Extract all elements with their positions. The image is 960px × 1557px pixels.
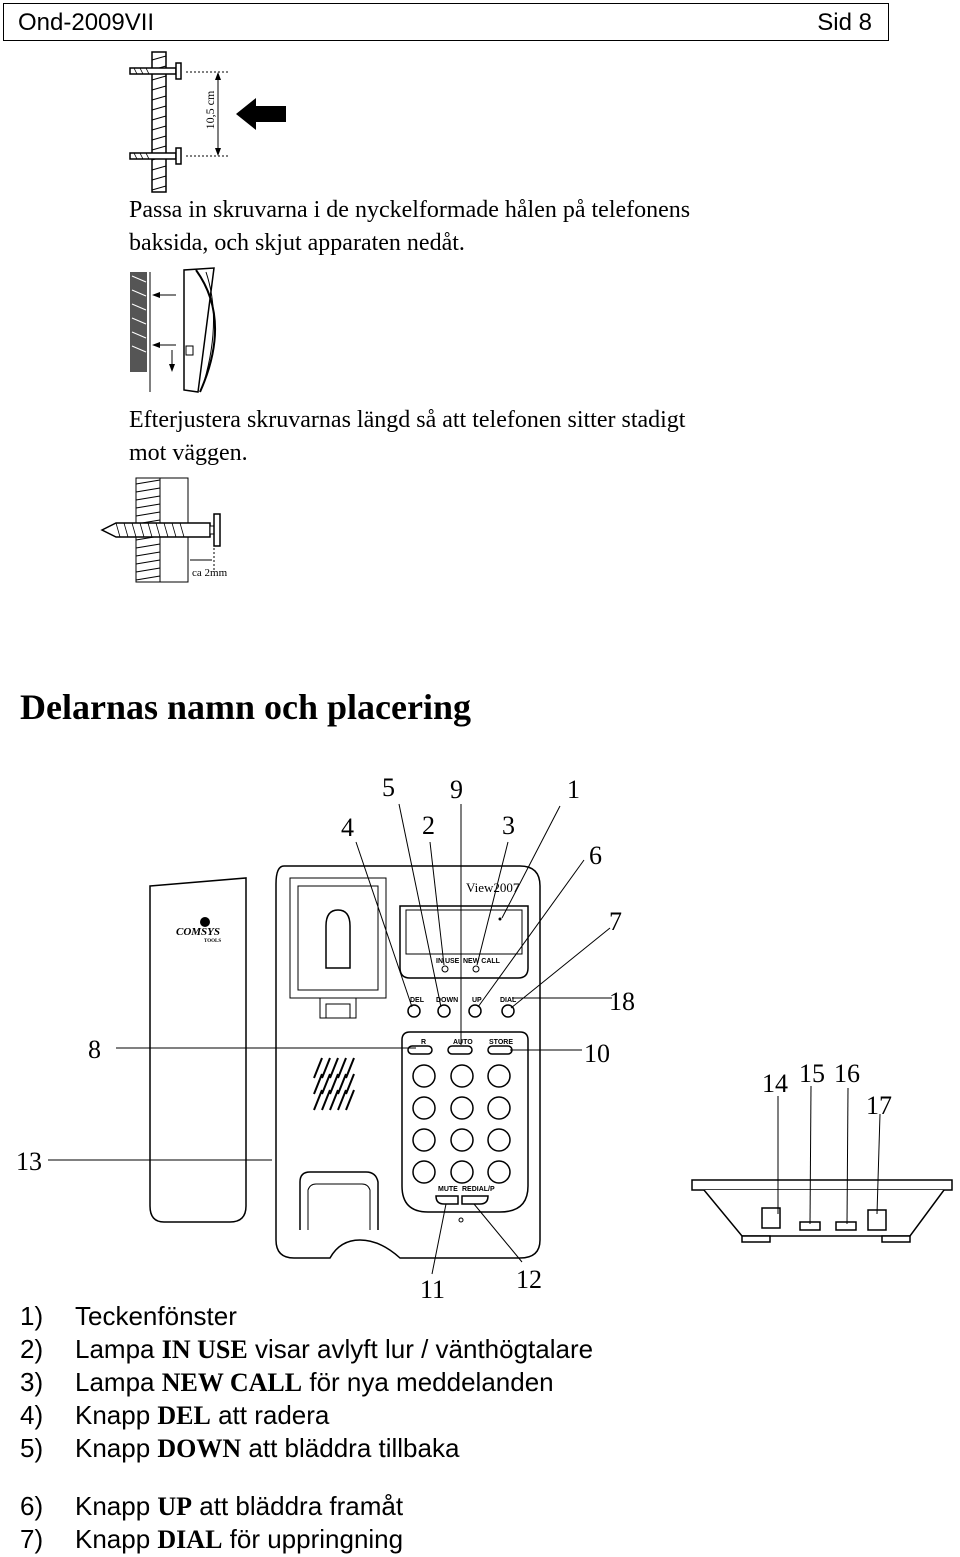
parts-list-continued: 6)Knapp UP att bläddra framåt 7)Knapp DI…: [20, 1490, 403, 1556]
parts-list: 1)Teckenfönster 2)Lampa IN USE visar avl…: [20, 1300, 593, 1465]
list-item: 4)Knapp DEL att radera: [20, 1400, 330, 1430]
phone-back-panel: [691, 1179, 953, 1243]
callout-15: 15: [799, 1059, 825, 1088]
callout-4: 4: [341, 813, 354, 842]
keypad-buttons: [412, 1064, 511, 1184]
callout-1: 1: [567, 775, 580, 804]
list-item: 3)Lampa NEW CALL för nya meddelanden: [20, 1367, 554, 1397]
brand-logo: COMSYS: [176, 926, 220, 938]
callout-9: 9: [450, 775, 463, 804]
svg-text:NEW CALL: NEW CALL: [463, 958, 501, 965]
phone-side-figure: [130, 267, 216, 393]
instruction-adjust: Efterjustera skruvarnas längd så att tel…: [129, 407, 686, 466]
callout-7: 7: [609, 907, 622, 936]
callout-18: 18: [609, 987, 635, 1016]
wall-screws-figure: 10,5 cm: [129, 51, 286, 193]
svg-text:MUTE: MUTE: [438, 1186, 458, 1193]
callout-14: 14: [762, 1069, 788, 1098]
list-item: 6)Knapp UP att bläddra framåt: [20, 1491, 404, 1521]
screw-distance-figure: ca 2mm: [100, 477, 228, 583]
dimension-label: 10,5 cm: [203, 90, 217, 129]
keypad-panel: [401, 1031, 529, 1213]
svg-text:STORE: STORE: [489, 1039, 513, 1046]
instruction-mount: Passa in skruvarna i de nyckelformade hå…: [129, 197, 691, 256]
screw-bottom: [129, 147, 182, 165]
push-arrow-icon: [236, 98, 286, 130]
gap-label: ca 2mm: [192, 567, 228, 579]
callout-6: 6: [589, 841, 602, 870]
callout-3: 3: [502, 811, 515, 840]
store-button: [487, 1045, 513, 1055]
document-id: Ond-2009VII: [18, 9, 155, 36]
svg-text:R: R: [421, 1039, 426, 1046]
callout-2: 2: [422, 811, 435, 840]
section-heading: Delarnas namn och placering: [20, 687, 472, 727]
auto-button: [447, 1045, 473, 1055]
redial-button: [461, 1195, 489, 1205]
callout-5: 5: [382, 773, 395, 802]
handset: [149, 877, 247, 1223]
lamp-in-use: [441, 965, 449, 973]
callout-11: 11: [420, 1275, 445, 1304]
phone-parts-diagram: COMSYS TOOLS View2007 IN USE NEW CALL DE…: [16, 773, 953, 1304]
del-button: [407, 1004, 421, 1018]
list-item: 5)Knapp DOWN att bläddra tillbaka: [20, 1433, 460, 1463]
model-name: View2007: [466, 880, 520, 895]
list-item: 1)Teckenfönster: [20, 1301, 237, 1331]
svg-text:DIAL: DIAL: [500, 997, 517, 1004]
callout-16: 16: [834, 1059, 860, 1088]
lamp-new-call: [472, 965, 480, 973]
screw-top: [129, 62, 182, 80]
svg-text:REDIAL/P: REDIAL/P: [462, 1186, 495, 1193]
svg-text:DOWN: DOWN: [436, 997, 458, 1004]
page-number: Sid 8: [817, 9, 872, 36]
mute-button: [435, 1195, 459, 1205]
down-button: [437, 1004, 451, 1018]
svg-text:IN USE: IN USE: [436, 958, 460, 965]
r-button: [407, 1045, 433, 1055]
callout-13: 13: [16, 1147, 42, 1176]
svg-text:TOOLS: TOOLS: [204, 939, 221, 944]
speaker-grille: [313, 1057, 355, 1111]
callout-17: 17: [866, 1091, 892, 1120]
svg-text:DEL: DEL: [410, 997, 425, 1004]
page-header: Ond-2009VII Sid 8: [3, 3, 889, 41]
svg-text:UP: UP: [472, 997, 482, 1004]
list-item: 2)Lampa IN USE visar avlyft lur / vänthö…: [20, 1334, 594, 1364]
callout-8: 8: [88, 1035, 101, 1064]
callout-12: 12: [516, 1265, 542, 1294]
microphone: [458, 1217, 464, 1223]
callout-10: 10: [584, 1039, 610, 1068]
svg-text:AUTO: AUTO: [453, 1039, 473, 1046]
list-item: 7)Knapp DIAL för uppringning: [20, 1524, 404, 1554]
up-button: [468, 1004, 482, 1018]
